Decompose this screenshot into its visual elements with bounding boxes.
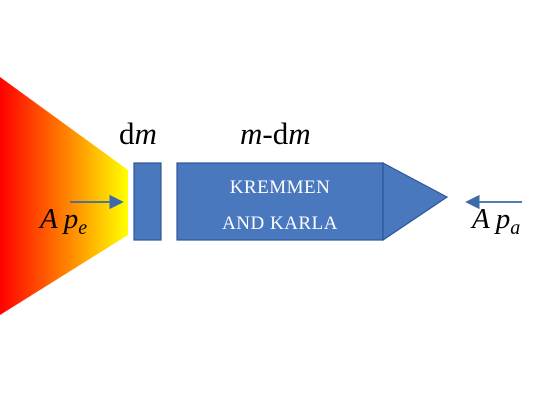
rocket-body — [176, 162, 384, 241]
rocket-nose-cone — [382, 162, 449, 242]
label-m-minus-dm: m-dm — [240, 116, 311, 151]
body-text-line1: KREMMEN — [230, 177, 331, 198]
mass-element-dm — [133, 162, 162, 241]
label-dm: dm — [119, 116, 157, 151]
exhaust-flame — [0, 77, 128, 315]
body-text-line2: AND KARLA — [222, 213, 338, 234]
